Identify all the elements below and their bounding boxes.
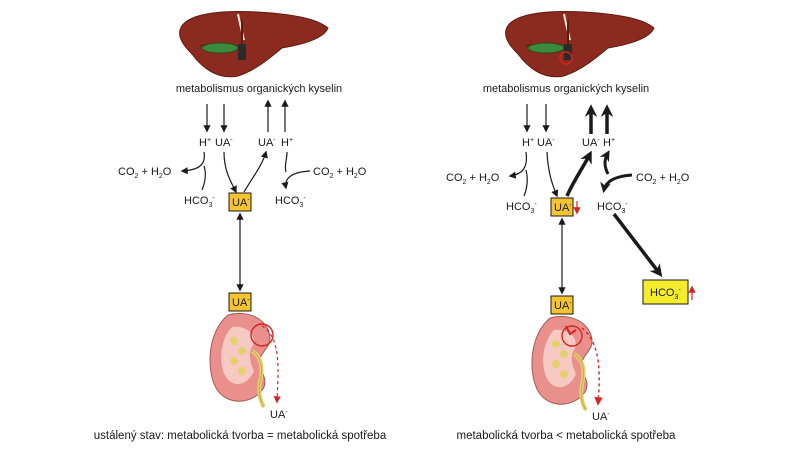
left-h-label: H+ [199, 137, 211, 149]
left-urine-arrow [261, 325, 281, 404]
right-ua-box-bottom-label: UA- [554, 300, 572, 312]
left-ua-box-top-label: UA- [232, 197, 250, 209]
right-bold-curve-co2-to-hco3 [600, 173, 633, 194]
right-ua-box-top [550, 197, 574, 217]
kidney-icon [209, 313, 274, 409]
left-hco3-left-label: HCO3- [184, 195, 215, 209]
left-curve-co2-to-hco3 [281, 170, 311, 190]
left-h-right-label: H+ [281, 137, 293, 149]
right-title: metabolismus organických kyselin [483, 83, 649, 95]
left-ua-box-top [228, 192, 252, 212]
right-h-right-label: H+ [603, 137, 615, 149]
right-co2-left-label: CO2 + H2O [446, 172, 500, 186]
left-co2-right-label: CO2 + H2O [313, 166, 367, 180]
left-ua-label: UA- [215, 137, 233, 149]
left-arrow-box-to-ua [243, 150, 268, 193]
right-caption: metabolická tvorba < metabolická spotřeb… [457, 430, 677, 442]
right-ua-label: UA- [537, 137, 555, 149]
left-urine-label: UA- [270, 409, 288, 421]
right-hco3-box-label: HCO3- [650, 287, 681, 301]
right-ua-box-top-label: UA- [554, 202, 572, 214]
right-co2-right-label: CO2 + H2O [636, 172, 690, 186]
right-hco3-right-label: HCO3- [597, 201, 628, 215]
right-bold-arrow-to-hco3-box [612, 212, 663, 277]
right-ua-right-label: UA- [582, 137, 600, 149]
left-co2-left-label: CO2 + H2O [118, 166, 172, 180]
left-curve-hco3-join [201, 165, 206, 191]
right-urine-arrow [581, 327, 603, 406]
right-curve-hco3-join [523, 169, 528, 197]
kidney-icon [531, 316, 593, 412]
right-urine-label: UA- [592, 411, 610, 423]
right-hco3-box [642, 279, 689, 305]
liver-icon [179, 11, 329, 78]
right-bold-curve-h-join [599, 150, 610, 175]
left-curve-h-join [284, 151, 288, 173]
left-hco3-right-label: HCO3- [275, 195, 306, 209]
liver-icon [505, 11, 655, 78]
left-arrow-ua-to-box [223, 151, 237, 194]
left-ua-right-label: UA- [258, 137, 276, 149]
right-h-label: H+ [522, 137, 534, 149]
left-panel: metabolismus organických kyselin H+ UA- … [94, 11, 387, 442]
right-curve-h-to-co2 [508, 151, 528, 179]
right-bold-arrow-box-to-ua [565, 150, 592, 197]
right-panel: metabolismus organických kyselin H+ UA- … [446, 11, 696, 442]
right-arrow-ua-to-box [546, 151, 559, 198]
left-ua-box-bottom [228, 292, 252, 312]
left-title: metabolismus organických kyselin [176, 83, 342, 95]
left-curve-h-to-co2 [180, 151, 205, 175]
right-hco3-left-label: HCO3- [506, 201, 537, 215]
left-caption: ustálený stav: metabolická tvorba = meta… [94, 430, 387, 442]
right-ua-box-bottom [550, 295, 574, 315]
left-ua-box-bottom-label: UA- [232, 297, 250, 309]
